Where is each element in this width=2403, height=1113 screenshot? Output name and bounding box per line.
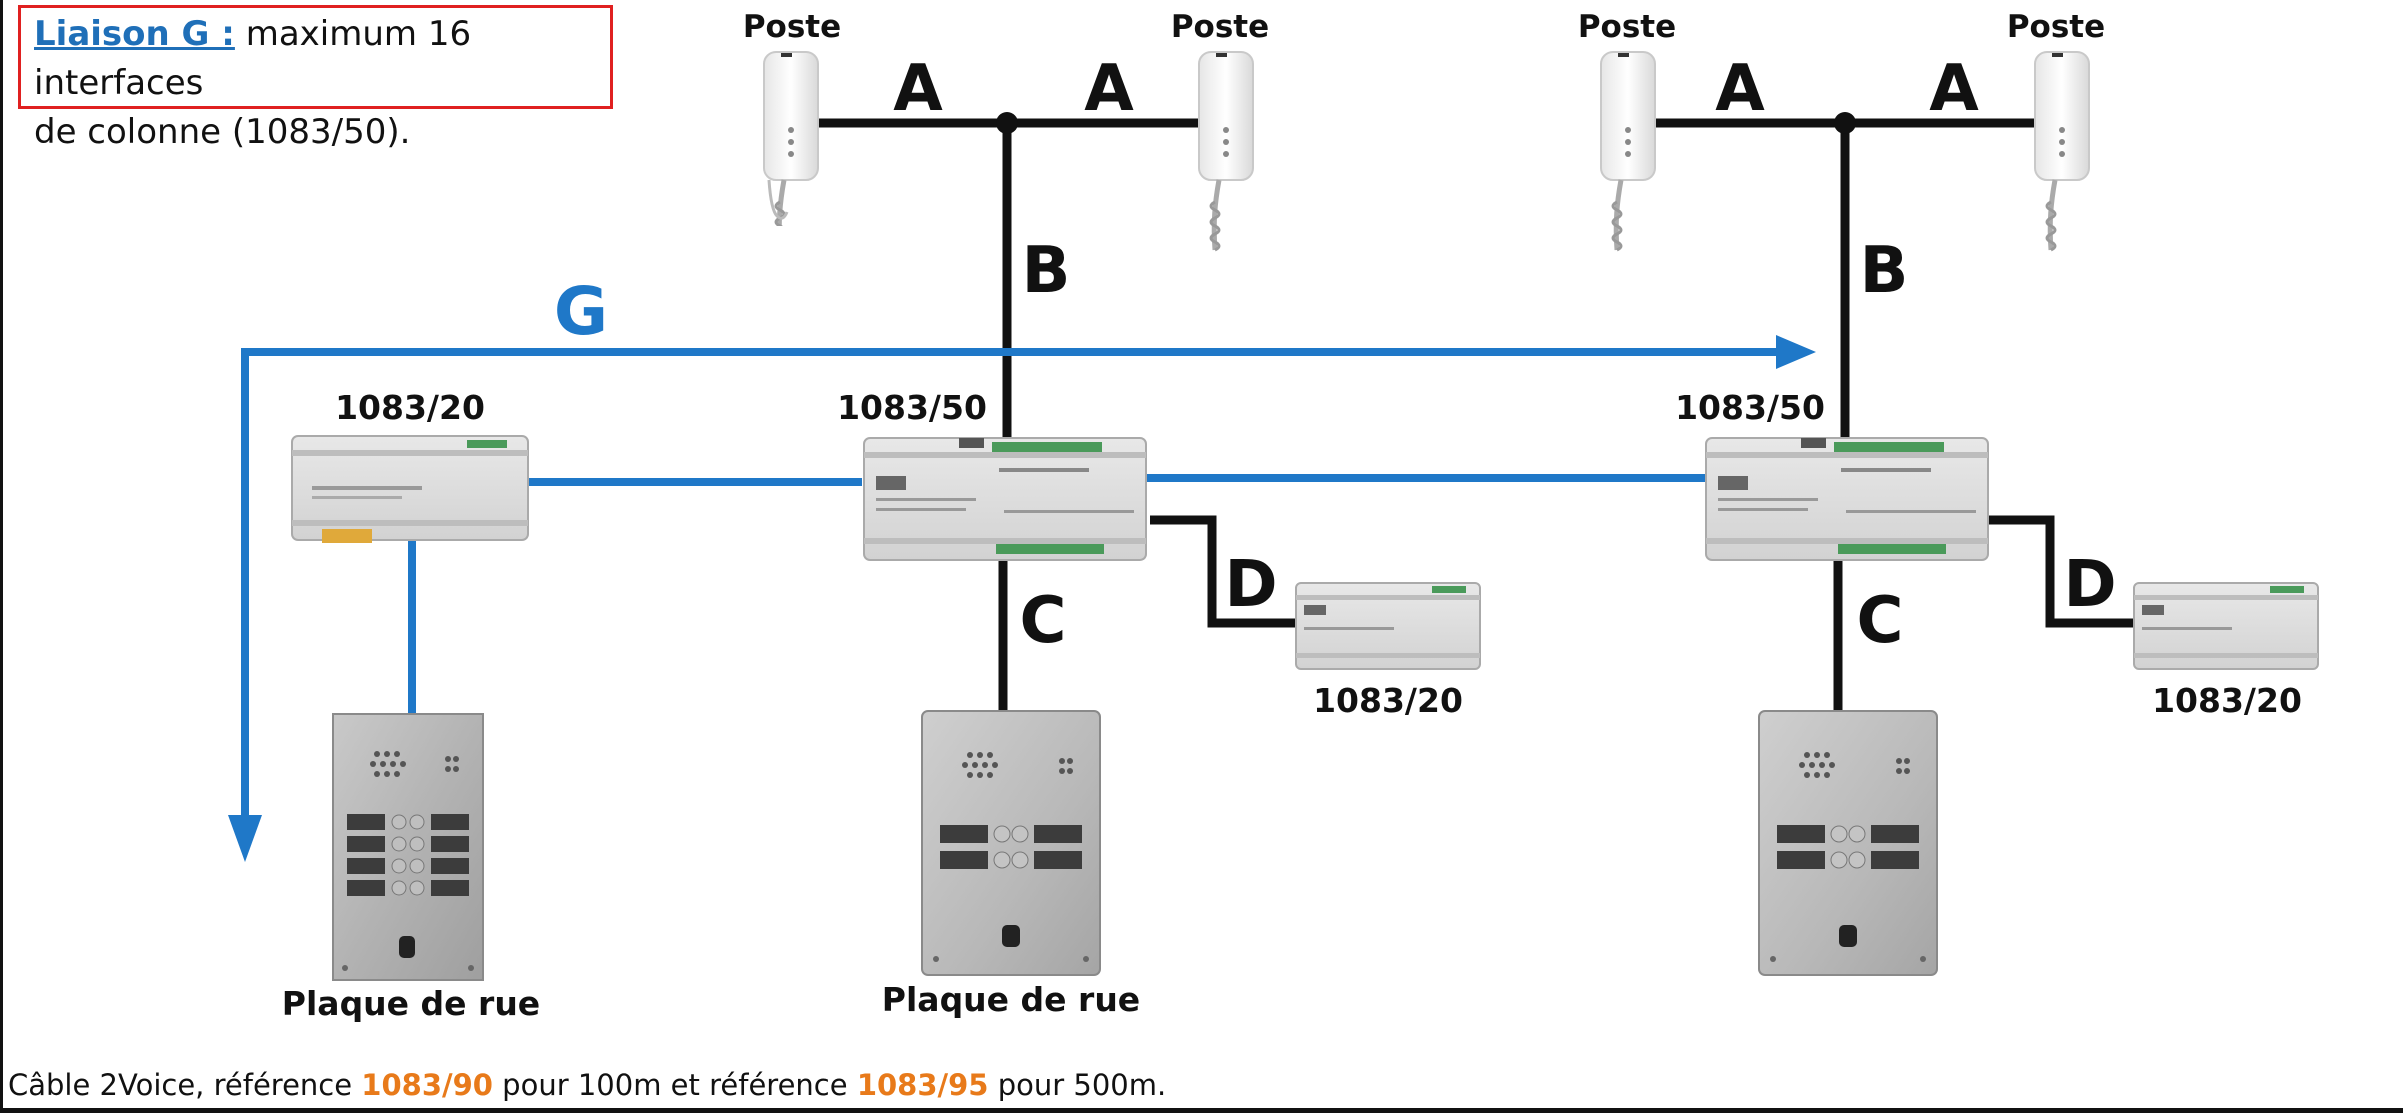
- wire-D: [1150, 515, 2134, 628]
- note-text-line1: maximum 16 interfaces: [34, 14, 472, 103]
- junction-dot-1: [996, 112, 1018, 134]
- power-supply-module: [1295, 582, 1481, 670]
- power-supply-module: [2133, 582, 2319, 670]
- footer-middle: pour 100m et référence: [492, 1068, 857, 1102]
- indoor-station: [1198, 51, 1254, 252]
- column-interface-module: [1705, 437, 1989, 561]
- module-label: 1083/20: [335, 388, 485, 427]
- cable-ref-500m: 1083/95: [856, 1068, 989, 1102]
- liaison-g-link[interactable]: Liaison G :: [34, 14, 235, 54]
- link-label-C: C: [1020, 584, 1067, 658]
- arrowhead-down-icon: [228, 815, 262, 862]
- station-label: Poste: [1578, 9, 1676, 45]
- panel-label: Plaque de rue: [882, 980, 1140, 1019]
- junction-dot-2: [1834, 112, 1856, 134]
- arrowhead-right-icon: [1776, 335, 1816, 369]
- note-text-line2: de colonne (1083/50).: [34, 112, 411, 152]
- module-label: 1083/20: [2152, 681, 2302, 720]
- street-panel: [332, 713, 484, 981]
- module-label: 1083/50: [1675, 388, 1825, 427]
- indoor-station: [762, 51, 819, 256]
- cable-footer-note: Câble 2Voice, référence 1083/90 pour 100…: [8, 1068, 1166, 1102]
- column-interface-module: [863, 437, 1147, 561]
- street-panel: [1758, 710, 1938, 976]
- wire-B: [1002, 123, 1850, 442]
- indoor-station: [2034, 51, 2090, 252]
- link-G: [241, 348, 1782, 820]
- link-label-D: D: [1224, 548, 1277, 622]
- footer-suffix: pour 500m.: [988, 1068, 1167, 1102]
- link-label-A: A: [1929, 52, 1979, 126]
- link-label-A: A: [893, 52, 943, 126]
- link-label-A: A: [1084, 52, 1134, 126]
- link-label-D: D: [2063, 548, 2116, 622]
- module-label: 1083/20: [1313, 681, 1463, 720]
- footer-prefix: Câble 2Voice, référence: [8, 1068, 362, 1102]
- link-label-C: C: [1857, 584, 1904, 658]
- link-label-G: G: [554, 273, 608, 350]
- link-label-B: B: [1022, 234, 1071, 308]
- link-label-A: A: [1715, 52, 1765, 126]
- power-supply-module: [291, 435, 529, 543]
- liaison-g-note: Liaison G : maximum 16 interfaces de col…: [18, 5, 613, 152]
- station-label: Poste: [1171, 9, 1269, 45]
- station-label: Poste: [2007, 9, 2105, 45]
- wire-C: [998, 560, 1843, 712]
- street-panel: [921, 710, 1101, 976]
- module-label: 1083/50: [837, 388, 987, 427]
- indoor-station: [1600, 51, 1656, 252]
- station-label: Poste: [743, 9, 841, 45]
- link-label-B: B: [1860, 234, 1909, 308]
- cable-ref-100m: 1083/90: [361, 1068, 493, 1102]
- panel-label: Plaque de rue: [282, 984, 540, 1023]
